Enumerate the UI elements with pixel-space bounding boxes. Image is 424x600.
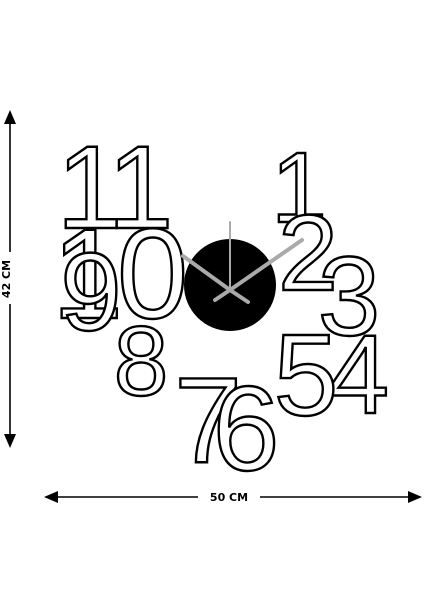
numeral-6: 6 <box>213 362 275 496</box>
minute-hand-tail <box>228 288 250 304</box>
height-label: 42 CM <box>0 260 13 298</box>
numeral-5: 5 <box>274 310 334 440</box>
height-dimension: 42 CM <box>0 110 18 448</box>
numeral-4: 4 <box>327 312 387 437</box>
width-dimension: 50 CM <box>44 488 422 506</box>
width-label: 50 CM <box>210 491 248 504</box>
numeral-10: 10 <box>52 203 184 346</box>
clock-center <box>181 221 304 331</box>
minute-hand <box>228 238 304 292</box>
arrow-left-icon <box>44 491 58 503</box>
numeral-11: 11 <box>57 122 168 254</box>
clock-numerals: 11 1 10 9 2 3 8 4 5 7 6 <box>51 121 394 497</box>
clock-hands <box>181 221 304 304</box>
hour-hand-tail <box>213 288 232 302</box>
numeral-9: 9 <box>60 231 116 354</box>
arrow-right-icon <box>408 491 422 503</box>
numeral-3: 3 <box>318 234 376 359</box>
numeral-7: 7 <box>174 352 236 488</box>
arrow-down-icon <box>4 434 16 448</box>
numeral-1: 1 <box>271 132 322 244</box>
numeral-8: 8 <box>114 306 165 416</box>
arrow-up-icon <box>4 110 16 124</box>
hour-hand <box>181 254 232 292</box>
